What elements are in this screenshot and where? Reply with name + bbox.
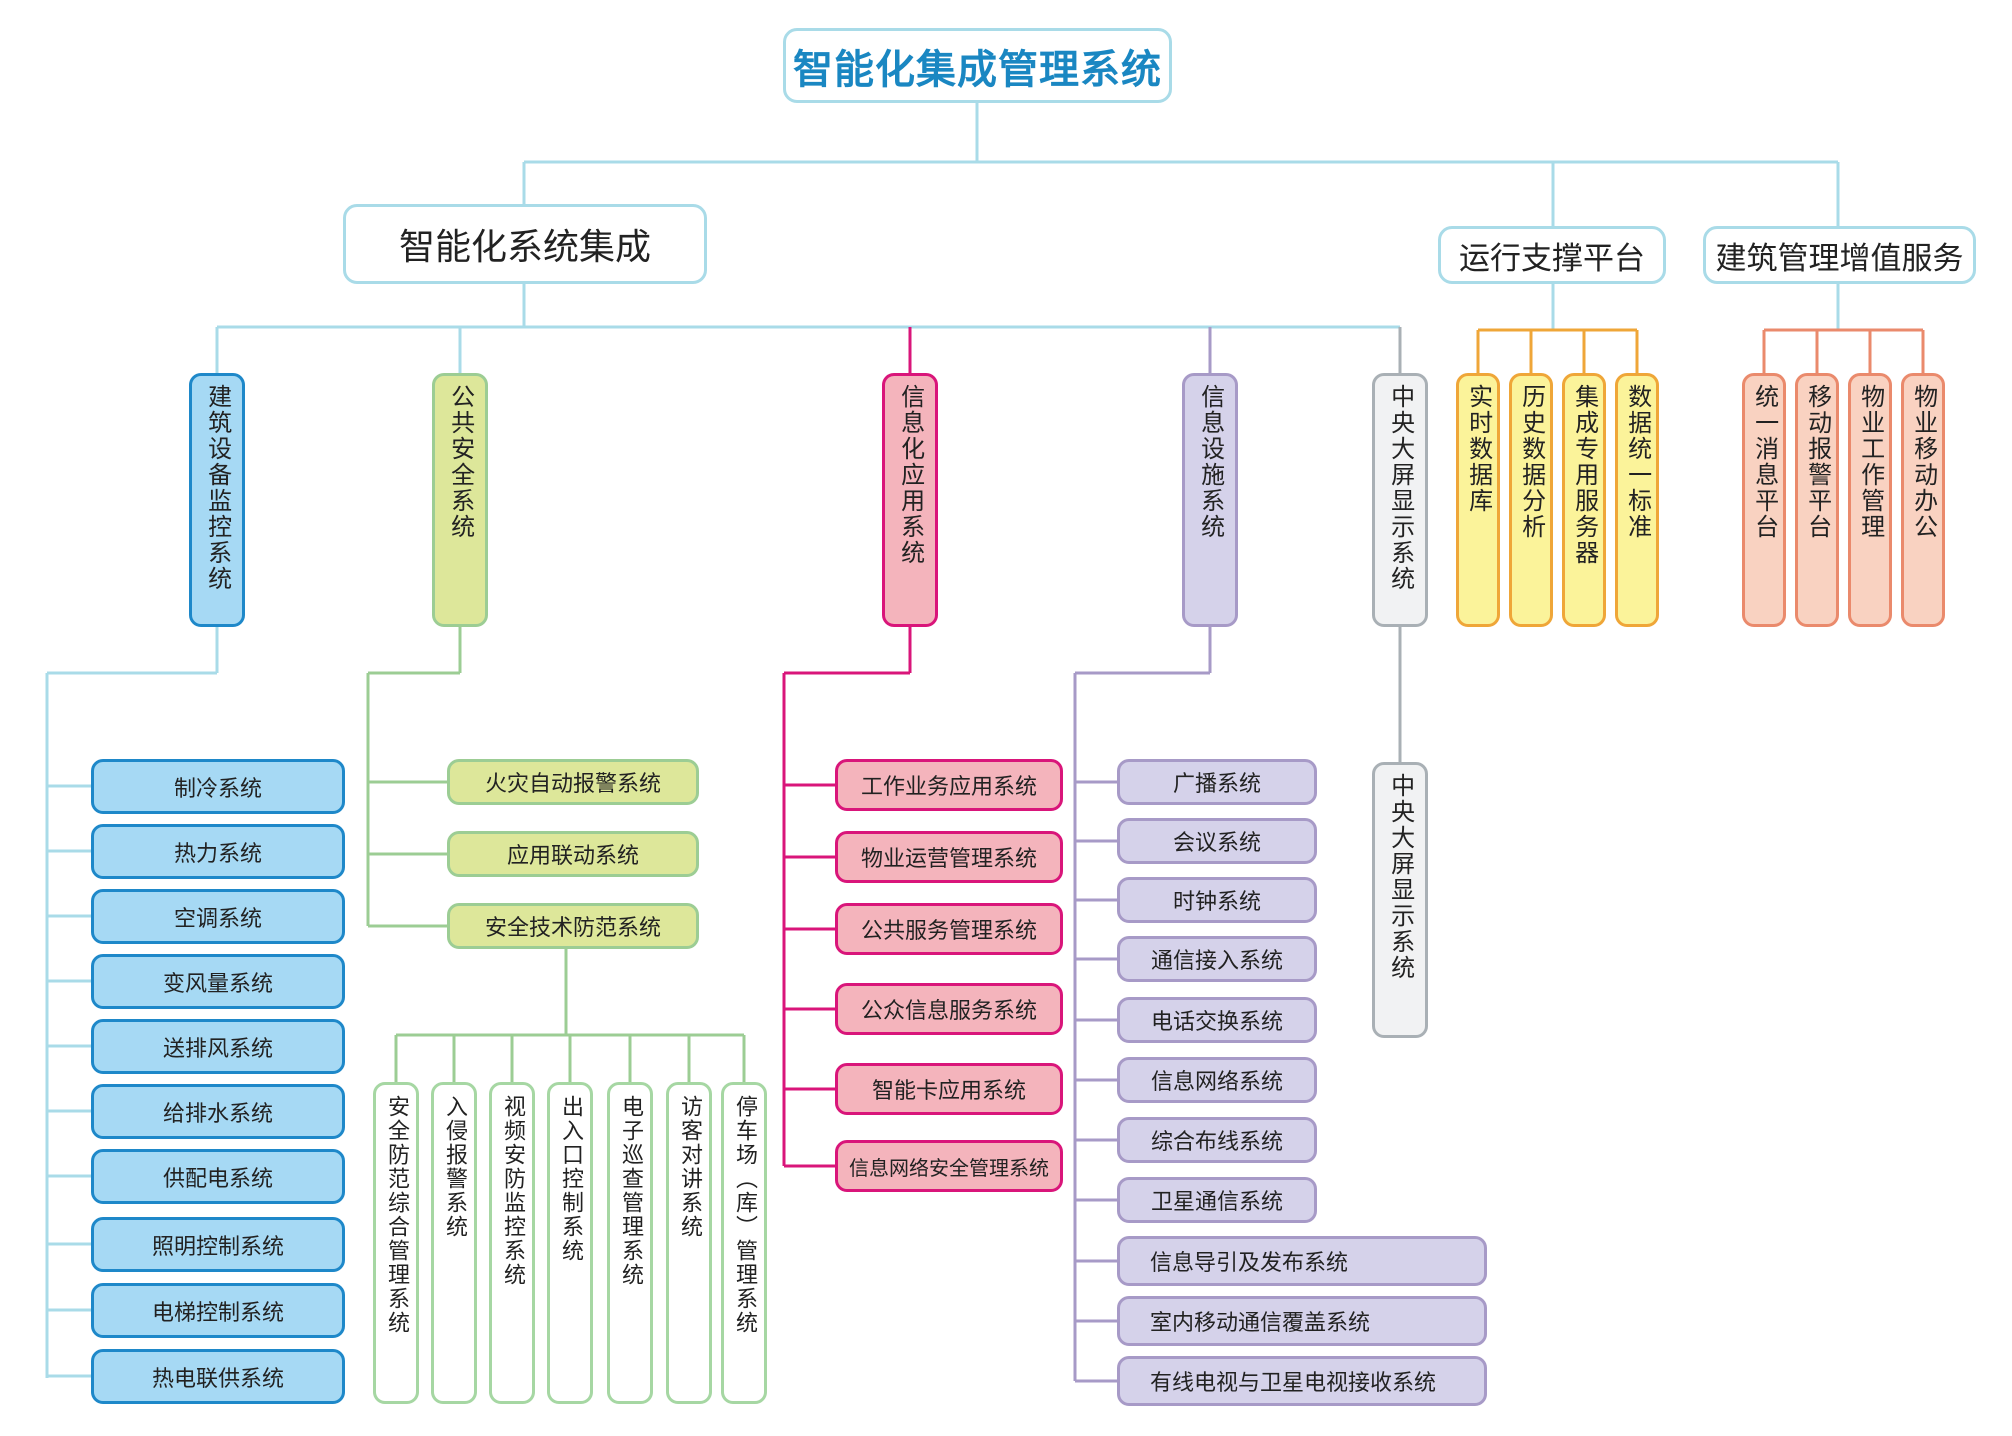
service-item-label: 物业工作管理 [1856,384,1885,540]
info-facility-item: 有线电视与卫星电视接收系统 [1117,1356,1487,1406]
service-item: 物业移动办公 [1901,373,1945,627]
ops-item-label: 集成专用服务器 [1570,384,1599,566]
service-item-label: 统一消息平台 [1750,384,1779,540]
info-facility-item: 广播系统 [1117,759,1317,805]
security-sub-item: 停车场︵库︶管理系统 [721,1082,767,1404]
building-item: 照明控制系统 [91,1217,345,1272]
service-item: 物业工作管理 [1848,373,1892,627]
service-item: 统一消息平台 [1742,373,1786,627]
category-label: 公共安全系统 [446,384,475,540]
category-building-equipment: 建筑设备监控系统 [189,373,245,627]
info-facility-item: 通信接入系统 [1117,936,1317,982]
ops-item: 实时数据库 [1456,373,1500,627]
info-facility-item: 信息导引及发布系统 [1117,1236,1487,1286]
ops-platform-node: 运行支撑平台 [1438,226,1666,284]
safety-item: 安全技术防范系统 [447,903,699,949]
service-item-label: 移动报警平台 [1803,384,1832,540]
security-sub-item: 视频安防监控系统 [489,1082,535,1404]
info-app-item: 工作业务应用系统 [835,759,1063,811]
security-sub-label: 访客对讲系统 [677,1095,702,1239]
ops-item: 集成专用服务器 [1562,373,1606,627]
security-sub-item: 出入口控制系统 [547,1082,593,1404]
security-sub-item: 访客对讲系统 [666,1082,712,1404]
security-sub-label: 电子巡查管理系统 [618,1095,643,1287]
building-item: 热力系统 [91,824,345,879]
building-item: 空调系统 [91,889,345,944]
security-sub-label: 入侵报警系统 [442,1095,467,1239]
category-big-screen: 中央大屏显示系统 [1372,373,1428,627]
security-sub-label: 出入口控制系统 [558,1095,583,1263]
info-facility-item: 卫星通信系统 [1117,1177,1317,1223]
info-facility-item: 时钟系统 [1117,877,1317,923]
category-label: 信息化应用系统 [896,384,925,566]
category-info-facility: 信息设施系统 [1182,373,1238,627]
safety-item: 应用联动系统 [447,831,699,877]
info-app-item: 物业运营管理系统 [835,831,1063,883]
info-app-item: 公众信息服务系统 [835,983,1063,1035]
category-public-safety: 公共安全系统 [432,373,488,627]
value-service-node: 建筑管理增值服务 [1703,226,1976,284]
info-app-item: 智能卡应用系统 [835,1063,1063,1115]
building-item: 制冷系统 [91,759,345,814]
info-app-item: 信息网络安全管理系统 [835,1140,1063,1192]
service-item-label: 物业移动办公 [1909,384,1938,540]
info-facility-item: 会议系统 [1117,818,1317,864]
ops-item-label: 历史数据分析 [1517,384,1546,540]
info-facility-item: 电话交换系统 [1117,997,1317,1043]
category-label: 建筑设备监控系统 [203,384,232,592]
ops-item-label: 数据统一标准 [1623,384,1652,540]
info-facility-item: 室内移动通信覆盖系统 [1117,1296,1487,1346]
info-facility-item: 信息网络系统 [1117,1057,1317,1103]
service-item: 移动报警平台 [1795,373,1839,627]
ops-item: 数据统一标准 [1615,373,1659,627]
security-sub-item: 入侵报警系统 [431,1082,477,1404]
category-label: 信息设施系统 [1196,384,1225,540]
building-item: 送排风系统 [91,1019,345,1074]
building-item: 电梯控制系统 [91,1283,345,1338]
category-info-application: 信息化应用系统 [882,373,938,627]
safety-item: 火灾自动报警系统 [447,759,699,805]
info-facility-item: 综合布线系统 [1117,1117,1317,1163]
security-sub-label: 安全防范综合管理系统 [384,1095,409,1335]
ops-item-label: 实时数据库 [1464,384,1493,514]
security-sub-label: 停车场︵库︶管理系统 [732,1095,757,1335]
system-integration-node: 智能化系统集成 [343,204,707,284]
security-sub-label: 视频安防监控系统 [500,1095,525,1287]
building-item: 热电联供系统 [91,1349,345,1404]
building-item: 变风量系统 [91,954,345,1009]
big-screen-item: 中央大屏显示系统 [1372,762,1428,1038]
root-title: 智能化集成管理系统 [783,28,1172,103]
security-sub-item: 电子巡查管理系统 [607,1082,653,1404]
building-item: 供配电系统 [91,1149,345,1204]
big-screen-item-label: 中央大屏显示系统 [1386,773,1415,981]
security-sub-item: 安全防范综合管理系统 [373,1082,419,1404]
building-item: 给排水系统 [91,1084,345,1139]
ops-item: 历史数据分析 [1509,373,1553,627]
info-app-item: 公共服务管理系统 [835,903,1063,955]
category-label: 中央大屏显示系统 [1386,384,1415,592]
